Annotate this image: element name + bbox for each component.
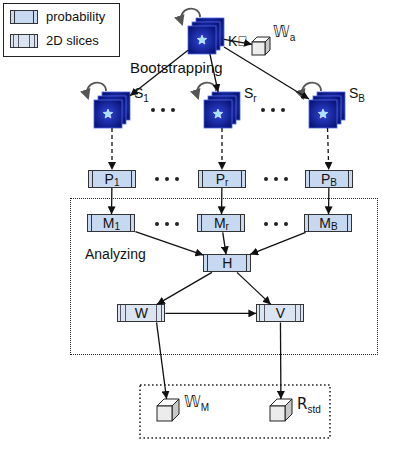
- output-group-box: [140, 385, 330, 438]
- node-text: S: [134, 86, 143, 100]
- node-text: 𝕎: [273, 25, 290, 40]
- node-text: W: [135, 306, 148, 320]
- slice-box: V: [256, 304, 304, 322]
- arrow-connector: [157, 322, 167, 399]
- arrow-connector: [250, 232, 306, 254]
- node-text: P: [216, 172, 225, 186]
- arrow-connector: [135, 232, 203, 255]
- legend-entry: 2D slices: [10, 33, 99, 48]
- stack-graphic: [204, 92, 240, 128]
- subscript-text: B: [331, 222, 338, 232]
- volume-cube: 𝕎M: [157, 399, 179, 421]
- subscript-text: B: [358, 94, 365, 104]
- node-label: Rstd: [297, 397, 321, 412]
- probability-box: P1: [88, 170, 136, 188]
- node-text: M: [214, 216, 226, 230]
- legend-text: 2D slices: [46, 33, 99, 48]
- probability-box: Mr: [197, 214, 245, 232]
- subscript-text: std: [307, 405, 320, 415]
- arrow-connector: [237, 272, 271, 304]
- node-text: R: [297, 397, 307, 412]
- probability-box: Pr: [198, 170, 246, 188]
- image-stack: S1: [94, 92, 130, 128]
- volume-cube: 𝕎a: [252, 37, 270, 55]
- subscript-text: 1: [114, 178, 120, 188]
- subscript-text: r: [225, 178, 228, 188]
- arrow-connector: [328, 128, 329, 170]
- subscript-text: 1: [143, 94, 149, 104]
- subscript-text: a: [290, 33, 296, 43]
- arrow-connector: [157, 272, 212, 304]
- subscript-text: r: [226, 222, 229, 232]
- probability-box: H: [203, 254, 251, 272]
- probability-box: PB: [305, 170, 353, 188]
- arrow-connector: [210, 54, 218, 92]
- node-text: V: [276, 306, 285, 320]
- stack-graphic: [94, 92, 130, 128]
- legend-text: probability: [46, 9, 105, 24]
- node-text: P: [105, 172, 114, 186]
- node-text: Analyzing: [85, 247, 146, 261]
- group-box: M1MrMBHWVAnalyzing: [70, 198, 378, 355]
- arrow-connector: [221, 188, 223, 214]
- stage-label: Bootstrapping: [130, 60, 223, 75]
- arrow-connector: [223, 232, 226, 254]
- subscript-text: M: [201, 403, 209, 413]
- volume-cube: Rstd: [270, 399, 292, 421]
- image-stack: K⃗: [188, 18, 224, 54]
- image-stack: Sr: [204, 92, 240, 128]
- arrow-connector: [328, 188, 330, 214]
- probability-box: M1: [87, 214, 135, 232]
- probability-box: MB: [304, 214, 352, 232]
- arrow-connector: [165, 313, 256, 314]
- node-text: P: [321, 172, 330, 186]
- arrow-connector: [280, 322, 282, 399]
- node-text: M: [103, 216, 115, 230]
- stack-graphic: [309, 92, 345, 128]
- node-text: K⃗: [228, 34, 248, 48]
- node-label: 𝕎a: [273, 25, 295, 40]
- image-stack: SB: [309, 92, 345, 128]
- node-text: 𝕎: [184, 395, 201, 410]
- arrow-connector: [130, 50, 188, 96]
- cube-graphic: [157, 399, 179, 421]
- cube-graphic: [270, 399, 292, 421]
- arrow-connector: [221, 128, 222, 170]
- legend-swatch: [10, 34, 38, 48]
- subscript-text: 1: [114, 222, 120, 232]
- node-text: S: [244, 86, 253, 100]
- subscript-text: r: [253, 94, 256, 104]
- arrow-connector: [224, 47, 309, 99]
- arrow-connector: [111, 188, 113, 214]
- cube-graphic: [252, 37, 270, 55]
- node-label: K⃗: [228, 34, 248, 48]
- arrow-connector: [111, 128, 112, 170]
- subscript-text: B: [330, 178, 337, 188]
- legend-entry: probability: [10, 9, 105, 24]
- node-text: S: [349, 86, 358, 100]
- node-label: SB: [349, 86, 365, 100]
- node-label: 𝕎M: [184, 395, 209, 410]
- stack-graphic: [188, 18, 224, 54]
- legend-swatch: [10, 10, 38, 24]
- node-label: S1: [134, 86, 149, 100]
- node-label: Sr: [244, 86, 257, 100]
- node-label: Analyzing: [85, 247, 146, 261]
- slice-box: W: [117, 304, 165, 322]
- node-text: H: [222, 256, 232, 270]
- legend-box: probability 2D slices: [3, 3, 120, 57]
- node-text: M: [319, 216, 331, 230]
- arrow-connector: [224, 39, 252, 44]
